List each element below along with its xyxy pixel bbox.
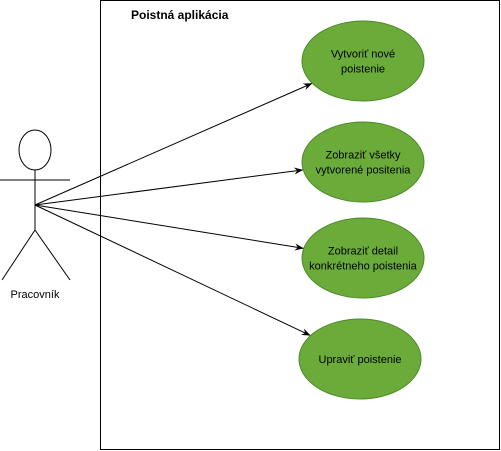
- use-case-label-3: Zobraziť detail konkrétneho poistenia: [309, 246, 418, 273]
- association-line-1: [34, 82, 313, 206]
- arrowhead-3: [294, 243, 304, 251]
- use-case-label-line: Zobraziť detail: [328, 246, 398, 258]
- use-case-label-2: Zobraziť všetky vytvorené positenia: [316, 150, 412, 177]
- associations: [34, 82, 313, 337]
- arrowhead-4: [300, 328, 311, 336]
- actor-label: Pracovník: [11, 289, 60, 301]
- use-case-label-line: konkrétneho poistenia: [309, 261, 418, 273]
- use-case-1: [301, 20, 425, 102]
- use-case-3: [301, 217, 425, 299]
- use-case-label-1: Vytvoriť nové poistenie: [331, 49, 395, 76]
- system-boundary: [100, 0, 500, 450]
- use-case-label-line: Vytvoriť nové: [331, 49, 395, 61]
- use-case-label-line: Upraviť poistenie: [319, 354, 402, 366]
- arrowhead-1: [302, 83, 313, 91]
- association-line-4: [34, 204, 311, 337]
- actor-pracovnik: Pracovník: [0, 129, 71, 301]
- use-case-label-line: Zobraziť všetky: [325, 150, 401, 162]
- use-case-label-4: Upraviť poistenie: [319, 354, 402, 366]
- association-line-3: [34, 204, 304, 249]
- use-case-2: [301, 121, 425, 203]
- use-case-label-line: vytvorené positenia: [316, 165, 412, 177]
- actor-left-leg: [1, 229, 36, 281]
- use-case-label-line: poistenie: [341, 64, 385, 76]
- system-title: Poistná aplikácia: [131, 8, 229, 22]
- actor-right-leg: [34, 229, 71, 281]
- actor-head: [18, 129, 52, 171]
- use-case-4: [298, 318, 422, 400]
- association-line-2: [34, 169, 304, 206]
- arrowhead-2: [293, 167, 304, 175]
